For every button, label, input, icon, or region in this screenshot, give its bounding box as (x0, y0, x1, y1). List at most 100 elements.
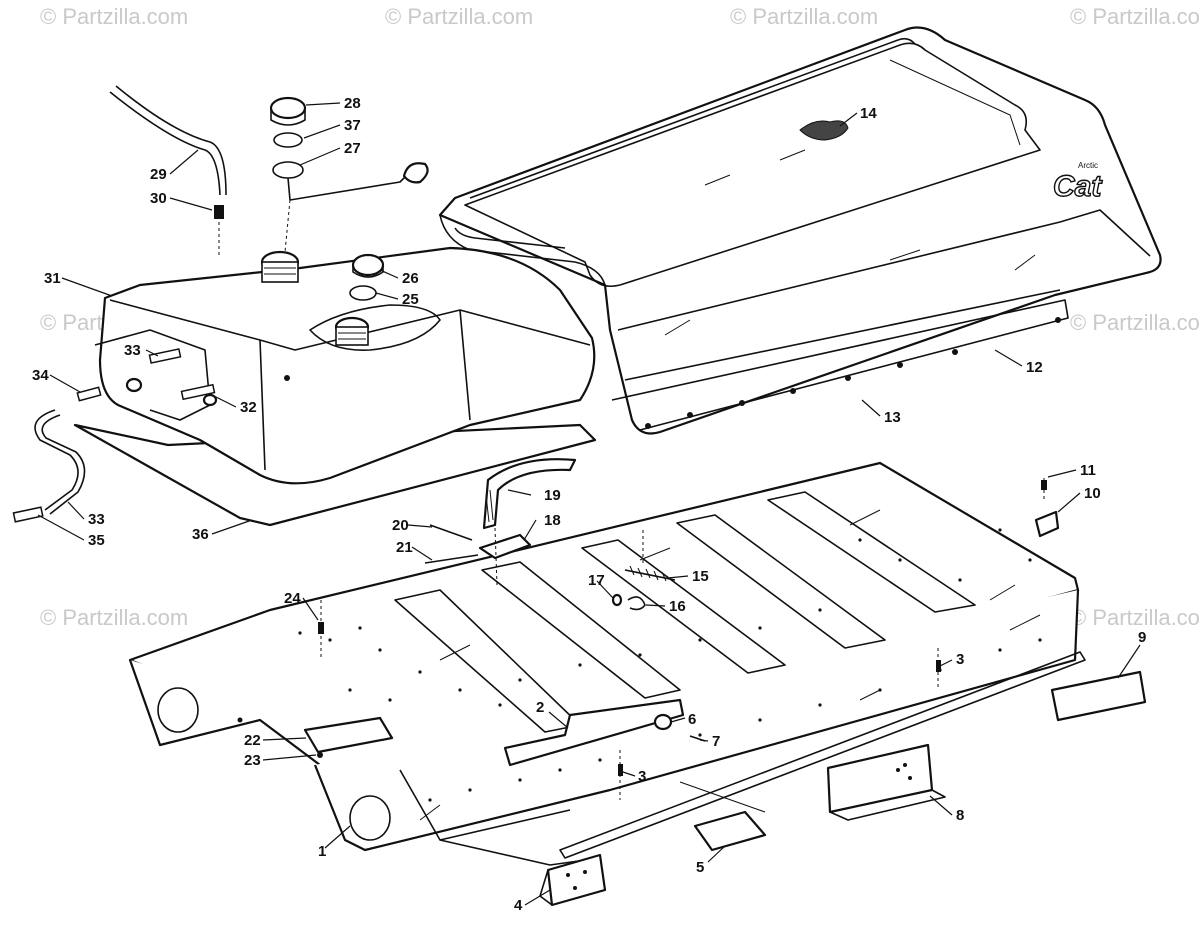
fuel-line (34, 409, 79, 511)
callout-label-28: 28 (344, 95, 361, 112)
seat-assembly: Cat Arctic (438, 26, 1162, 435)
rivet (952, 349, 958, 355)
bolt (429, 524, 473, 541)
tank-recess (309, 304, 441, 351)
gauge-wire (287, 171, 411, 201)
callout-label-13: 13 (884, 409, 901, 426)
rib (481, 561, 681, 699)
callout-label-21: 21 (396, 539, 413, 556)
watermark-text: © Partzilla.com (40, 4, 188, 29)
tank-side-edge (459, 309, 471, 421)
seat-front-loop (439, 214, 606, 286)
vent-cap-rim (270, 108, 306, 126)
seat-outline (438, 26, 1162, 435)
pan-hole (157, 687, 199, 733)
gauge-sender (402, 162, 429, 184)
callout-label-20: 20 (392, 517, 409, 534)
watermark-text: © Partzilla.com (1070, 310, 1200, 335)
pan-patch (303, 716, 394, 754)
clip (1034, 510, 1060, 538)
grommet (202, 393, 218, 407)
callout-label-33: 33 (88, 511, 105, 528)
callout-label-32: 32 (240, 399, 257, 416)
seat-mounting-strip (611, 299, 1069, 431)
fuel-line-fitting (12, 506, 44, 523)
belly-pan-assembly (128, 458, 1147, 907)
rib (767, 491, 976, 613)
vent-hose (109, 91, 221, 196)
watermark-text: © Partzilla.com (385, 4, 533, 29)
mount-bracket (546, 853, 607, 907)
callout-label-37: 37 (344, 117, 361, 134)
callout-label-31: 31 (44, 270, 61, 287)
rod (424, 554, 479, 564)
callout-label-24: 24 (284, 590, 301, 607)
seat-cushion-edge (469, 37, 916, 199)
rib (581, 539, 786, 674)
filler-neck-body (261, 261, 299, 283)
brand-logo-small: Arctic (1078, 161, 1098, 170)
callout-label-3: 3 (956, 651, 964, 668)
callout-label-26: 26 (402, 270, 419, 287)
watermark-text: © Partzilla.com (1070, 605, 1200, 630)
seat-lower-edge (624, 289, 1061, 381)
running-board-rail (559, 651, 1086, 859)
fuel-fitting (180, 383, 216, 401)
fuel-fitting (148, 348, 182, 364)
nut (653, 713, 673, 731)
callout-label-22: 22 (244, 732, 261, 749)
rivet (687, 412, 693, 418)
fuel-cap-rim (352, 265, 384, 278)
callout-label-8: 8 (956, 807, 964, 824)
wear-plate (693, 810, 767, 852)
tank-top-ridge (109, 299, 591, 351)
grommet (125, 377, 143, 393)
callout-label-2: 2 (536, 699, 544, 716)
callout-label-5: 5 (696, 859, 704, 876)
callout-label-6: 6 (688, 711, 696, 728)
rivet (645, 423, 651, 429)
seat-front-loop-inner (454, 227, 566, 249)
callout-label-34: 34 (32, 367, 49, 384)
spring (624, 569, 676, 581)
callout-labels: 1 2 3 3 4 5 6 7 8 9 10 11 12 13 14 15 16… (32, 95, 1146, 914)
vent-cap (269, 96, 307, 120)
leader-lines (37, 102, 1141, 906)
reflector-plate (1050, 670, 1147, 722)
watermark-text: © Partzilla.com (730, 4, 878, 29)
fuel-line-edge (41, 414, 86, 515)
tank-bracket (94, 329, 211, 421)
callout-label-11: 11 (1080, 462, 1096, 479)
callout-label-18: 18 (544, 512, 561, 529)
callout-label-30: 30 (150, 190, 167, 207)
rivet (845, 375, 851, 381)
rivet (739, 400, 745, 406)
callout-label-12: 12 (1026, 359, 1043, 376)
callout-label-29: 29 (150, 166, 167, 183)
callout-label-17: 17 (588, 572, 605, 589)
rivet (1055, 317, 1061, 323)
mount-bracket (826, 743, 934, 814)
strap-bracket (478, 533, 532, 560)
callout-label-3: 3 (638, 768, 646, 785)
callout-label-35: 35 (88, 532, 105, 549)
callout-label-27: 27 (344, 140, 361, 157)
seat-cushion-seam (889, 59, 1021, 146)
fuel-tank-assembly (12, 85, 597, 527)
callout-label-25: 25 (402, 291, 419, 308)
callout-label-4: 4 (514, 897, 523, 914)
gauge-fitting (272, 161, 304, 179)
seat-side-crease (617, 209, 1151, 331)
watermark-text: © Partzilla.com (40, 605, 188, 630)
gasket (273, 132, 303, 148)
filler-neck-body (335, 326, 369, 346)
pan-hole (349, 795, 391, 841)
tank-front-edge (259, 339, 266, 471)
fuel-cap (351, 253, 385, 277)
washer (611, 593, 623, 607)
rivet (897, 362, 903, 368)
callout-label-10: 10 (1084, 485, 1101, 502)
callout-label-15: 15 (692, 568, 709, 585)
